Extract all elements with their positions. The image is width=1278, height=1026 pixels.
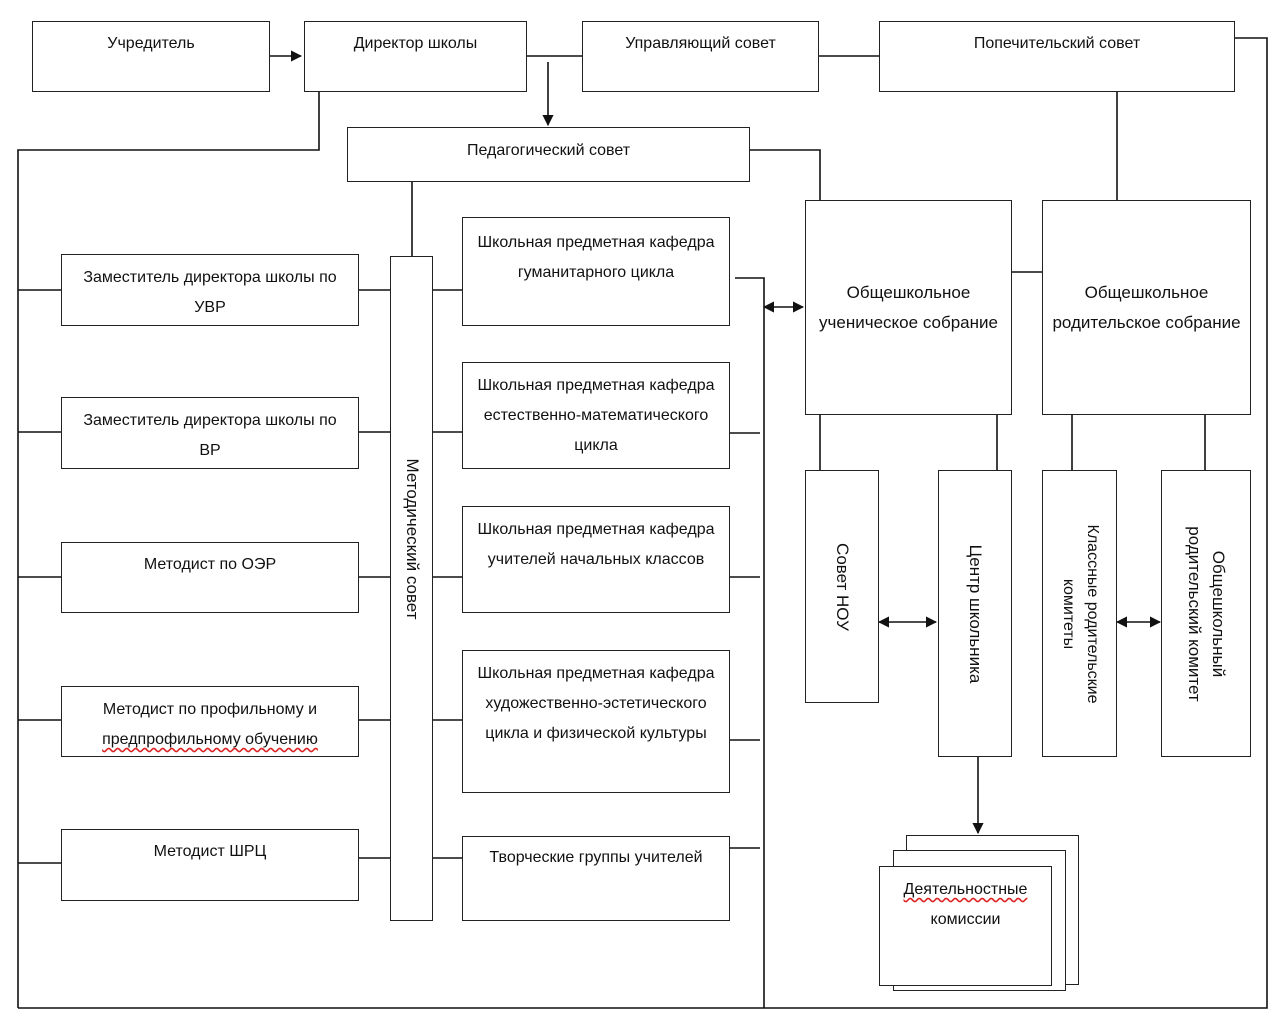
methodist-oer-box: Методист по ОЭР [61,542,359,613]
pedagogical-council-box: Педагогический совет [347,127,750,182]
methodist-oer-label: Методист по ОЭР [143,556,277,573]
pedagogical-council-label: Педагогический совет [466,142,631,159]
student-center-box: Центр школьника [938,470,1012,757]
methodical-council-box: Методический совет [390,256,433,921]
founder-label: Учредитель [107,35,195,52]
nou-council-box: Совет НОУ [805,470,879,703]
activity-commissions-label: Деятельностные комиссии [903,881,1028,928]
creative-groups-box: Творческие группы учителей [462,836,730,921]
board-of-trustees-box: Попечительский совет [879,21,1235,92]
governing-council-label: Управляющий совет [625,35,776,52]
governing-council-box: Управляющий совет [582,21,819,92]
methodical-council-label: Методический совет [402,458,422,619]
methodist-shrc-box: Методист ШРЦ [61,829,359,901]
director-label: Директор школы [353,35,478,52]
nou-council-label: Совет НОУ [833,542,852,631]
student-center-label: Центр школьника [966,544,985,683]
board-of-trustees-label: Попечительский совет [973,35,1141,52]
creative-groups-label: Творческие группы учителей [489,849,703,866]
methodist-shrc-label: Методист ШРЦ [153,843,267,860]
founder-box: Учредитель [32,21,270,92]
activity-commissions-box: Деятельностные комиссии [879,866,1052,986]
director-box: Директор школы [304,21,527,92]
